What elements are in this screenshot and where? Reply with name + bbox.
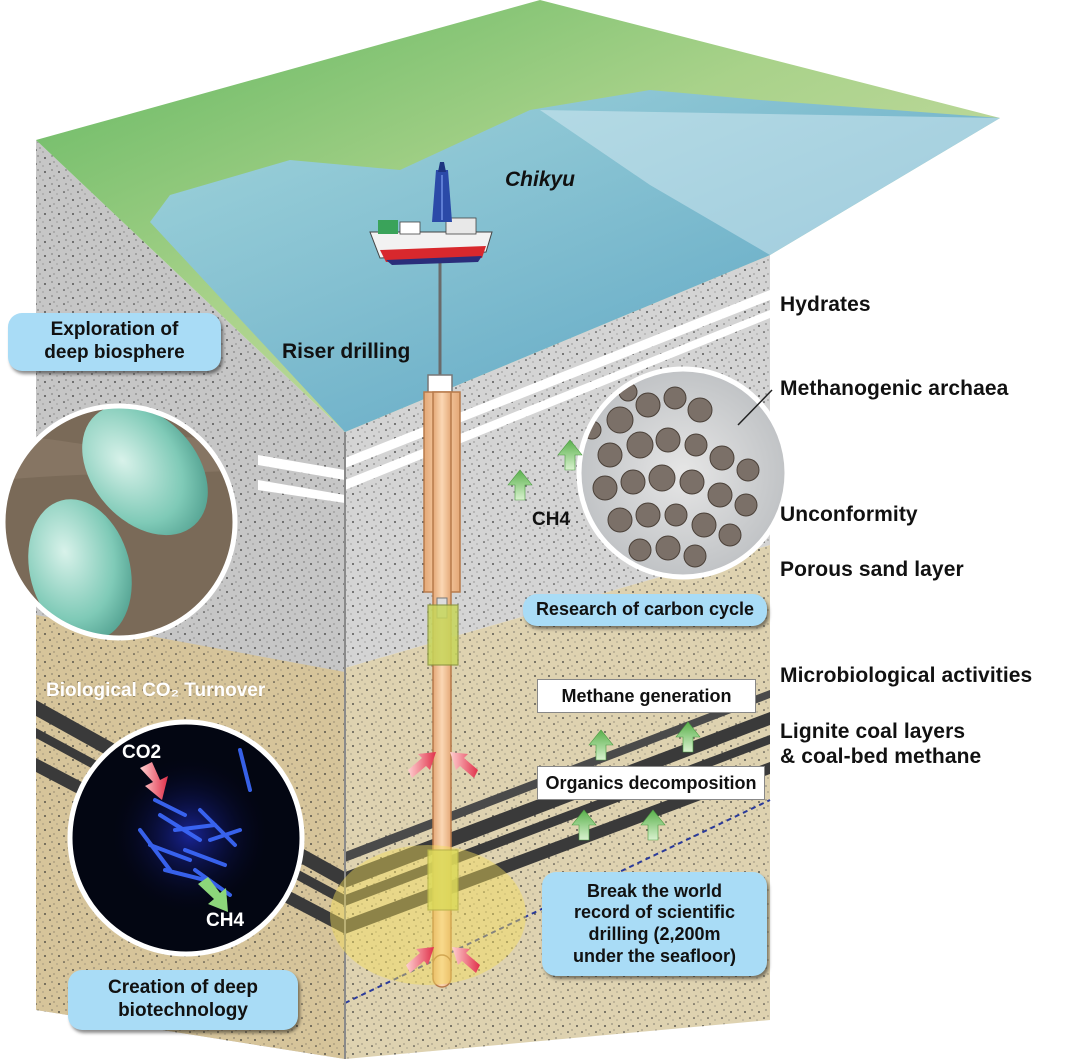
- exploration-line-2: deep biosphere: [44, 342, 185, 363]
- lignite-line-2: & coal-bed methane: [780, 745, 982, 769]
- lignite-line-1: Lignite coal layers: [780, 720, 966, 743]
- methanogenic-leader-line: [737, 389, 773, 426]
- chikyu-ship: [369, 162, 493, 265]
- drill-string: [423, 255, 461, 988]
- riser-drilling-label: Riser drilling: [282, 340, 411, 363]
- microbiological-label: Microbiological activities: [780, 664, 1033, 687]
- world-record-callout: Break the world record of scientific dri…: [542, 872, 767, 976]
- fluorescence-micrograph: [67, 719, 305, 957]
- ch4-center-label: CH4: [532, 509, 571, 530]
- bacteria-micrograph: [0, 403, 238, 641]
- methanogen-micrograph: [576, 366, 790, 580]
- creation-line-2: biotechnology: [118, 1000, 248, 1021]
- co2-label: CO2: [122, 742, 162, 763]
- exploration-line-1: Exploration of: [50, 319, 179, 341]
- record-line-3: drilling (2,200m: [588, 924, 721, 944]
- ch4-arrow-small: [198, 877, 228, 912]
- methanogenic-archaea-label: Methanogenic archaea: [780, 377, 1009, 400]
- record-line-2: record of scientific: [573, 902, 736, 923]
- exploration-callout: Exploration of deep biosphere: [8, 313, 221, 371]
- red-inflow-arrows: [406, 752, 480, 973]
- record-line-4: under the seafloor): [572, 945, 737, 966]
- top-surface: [36, 0, 1000, 432]
- methane-generation-box: Methane generation: [537, 679, 756, 713]
- ch4-bottom-label: CH4: [206, 910, 245, 931]
- porous-sand-label: Porous sand layer: [780, 558, 964, 581]
- carbon-cycle-callout: Research of carbon cycle: [523, 594, 767, 626]
- green-up-arrows: [507, 439, 701, 841]
- ship-label: Chikyu: [505, 168, 576, 191]
- creation-callout: Creation of deep biotechnology: [68, 970, 298, 1030]
- creation-line-1: Creation of deep: [108, 977, 258, 999]
- record-line-1: Break the world: [586, 880, 723, 901]
- co2-arrow: [140, 762, 168, 800]
- hydrates-label: Hydrates: [780, 293, 871, 316]
- lignite-label: Lignite coal layers & coal-bed methane: [780, 719, 981, 769]
- target-zone-glow: [330, 845, 526, 985]
- unconformity-label: Unconformity: [780, 503, 918, 526]
- organics-decomposition-box: Organics decomposition: [537, 766, 765, 800]
- biological-co2-label: Biological CO₂ Turnover: [46, 680, 266, 701]
